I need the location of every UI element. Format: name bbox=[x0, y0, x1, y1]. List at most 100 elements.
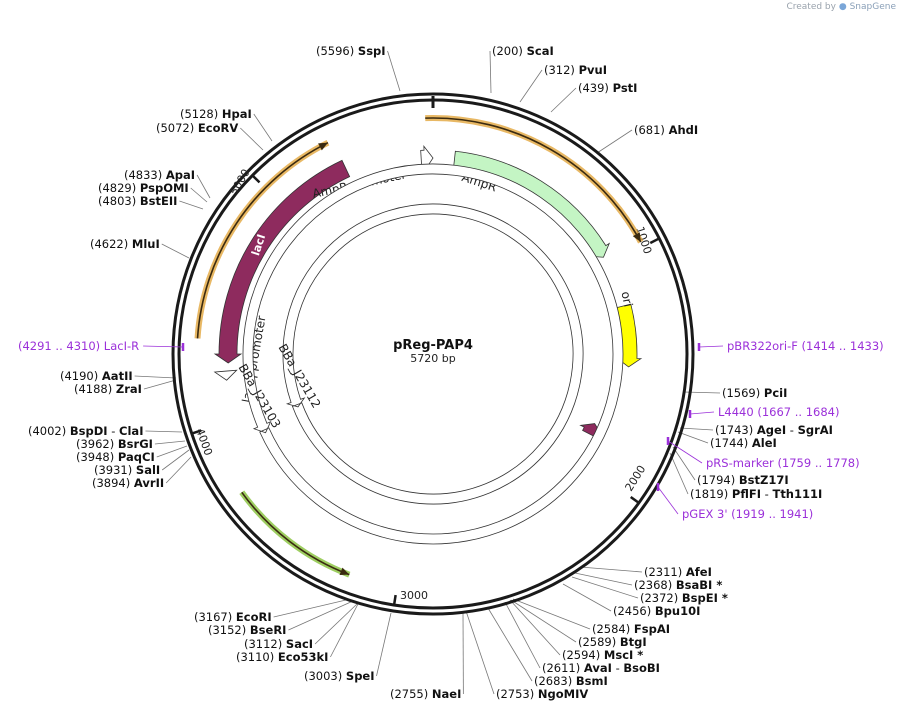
primer-range: (4291 .. 4310) bbox=[18, 339, 104, 353]
site-label-avai[interactable]: (2611) AvaI - BsoBI bbox=[542, 661, 660, 675]
site-label-fspai[interactable]: (2584) FspAI bbox=[592, 622, 670, 636]
site-name: SspI bbox=[358, 44, 386, 58]
site-name: SalI bbox=[136, 463, 160, 477]
site-name: AfeI bbox=[686, 565, 712, 579]
site-label-agei[interactable]: (1743) AgeI - SgrAI bbox=[715, 423, 833, 437]
site-label-mlui[interactable]: (4622) MluI bbox=[90, 237, 160, 251]
site-label-ahdi[interactable]: (681) AhdI bbox=[634, 123, 698, 137]
site-name: BsrGI bbox=[118, 437, 153, 451]
site-label-hpai[interactable]: (5128) HpaI bbox=[180, 107, 252, 121]
site-position: (2753) bbox=[496, 687, 538, 701]
site-label-scai[interactable]: (200) ScaI bbox=[492, 44, 554, 58]
ruler-tick-4000 bbox=[191, 429, 202, 435]
site-position: (1569) bbox=[722, 386, 764, 400]
site-position: (4622) bbox=[90, 237, 132, 251]
site-label-pspomi[interactable]: (4829) PspOMI bbox=[98, 181, 189, 195]
site-name: ApaI bbox=[166, 168, 195, 182]
site-label-ecori[interactable]: (3167) EcoRI bbox=[194, 610, 272, 624]
leader-line bbox=[677, 431, 709, 444]
site-label-sspi[interactable]: (5596) SspI bbox=[316, 44, 386, 58]
primer-label-prs-marker[interactable]: pRS-marker (1759 .. 1778) bbox=[706, 456, 860, 470]
leader-line bbox=[387, 50, 401, 92]
site-label-ecorv[interactable]: (5072) EcoRV bbox=[156, 121, 238, 135]
feature-bba-j23112[interactable] bbox=[282, 203, 584, 505]
leader-line bbox=[512, 598, 591, 630]
plasmid-length: 5720 bp bbox=[410, 352, 455, 365]
site-label-eco53ki[interactable]: (3110) Eco53kI bbox=[236, 650, 328, 664]
site-label-bpu10i[interactable]: (2456) Bpu10I bbox=[613, 604, 700, 618]
site-label-avrii[interactable]: (3894) AvrII bbox=[92, 476, 164, 490]
site-label-bsrgi[interactable]: (3962) BsrGI bbox=[76, 437, 153, 451]
site-label-afei[interactable]: (2311) AfeI bbox=[644, 565, 712, 579]
site-name: AhdI bbox=[669, 123, 699, 137]
site-name: EcoRI bbox=[236, 610, 272, 624]
site-label-sali[interactable]: (3931) SalI bbox=[94, 463, 160, 477]
leader-line bbox=[253, 113, 273, 142]
primer-label-pgex-3[interactable]: pGEX 3' (1919 .. 1941) bbox=[682, 507, 813, 521]
leader-line bbox=[465, 610, 495, 695]
site-name: PciI bbox=[764, 386, 787, 400]
site-label-bseri[interactable]: (3152) BseRI bbox=[208, 623, 286, 637]
credit-brand: SnapGene bbox=[849, 2, 896, 12]
primer-label-laci-r[interactable]: (4291 .. 4310) LacI-R bbox=[18, 339, 139, 353]
site-position: (4002) bbox=[28, 424, 70, 438]
primer-leader bbox=[689, 411, 715, 415]
site-position: (4188) bbox=[74, 382, 116, 396]
site-label-paqci[interactable]: (3948) PaqCI bbox=[76, 450, 155, 464]
site-name: FspAI bbox=[634, 622, 670, 636]
site-label-aatii[interactable]: (4190) AatII bbox=[60, 369, 133, 383]
site-label-saci[interactable]: (3112) SacI bbox=[244, 637, 313, 651]
site-name: BspDI bbox=[70, 424, 108, 438]
leader-line bbox=[161, 243, 190, 259]
primer-leader bbox=[667, 440, 703, 464]
site-position: (3152) bbox=[208, 623, 250, 637]
site-label-zrai[interactable]: (4188) ZraI bbox=[74, 382, 142, 396]
credit-prefix: Created by bbox=[786, 2, 836, 12]
primer-range: (1667 .. 1684) bbox=[757, 405, 839, 419]
site-label-bspei[interactable]: (2372) BspEI * bbox=[640, 591, 728, 605]
site-label-psti[interactable]: (439) PstI bbox=[578, 81, 637, 95]
leader-line bbox=[669, 452, 689, 495]
feature-bba-j23103[interactable] bbox=[242, 163, 624, 545]
site-label-pcii[interactable]: (1569) PciI bbox=[722, 386, 787, 400]
site-position: (3110) bbox=[236, 650, 278, 664]
site-label-ngomiv[interactable]: (2753) NgoMIV bbox=[496, 687, 588, 701]
site-label-bsabi[interactable]: (2368) BsaBI * bbox=[634, 578, 722, 592]
site-label-bsmi[interactable]: (2683) BsmI bbox=[534, 674, 608, 688]
site-label-apai[interactable]: (4833) ApaI bbox=[124, 168, 195, 182]
site-label-spei[interactable]: (3003) SpeI bbox=[304, 669, 375, 683]
primer-label-l4440[interactable]: L4440 (1667 .. 1684) bbox=[718, 405, 839, 419]
feature-laci[interactable] bbox=[213, 159, 351, 364]
leader-line bbox=[510, 599, 577, 643]
site-label-pflfi[interactable]: (1819) PflFI - Tth111I bbox=[690, 487, 822, 501]
leader-line bbox=[165, 456, 192, 484]
site-label-bstz17i[interactable]: (1794) BstZ17I bbox=[697, 473, 789, 487]
site-label-btgi[interactable]: (2589) BtgI bbox=[578, 635, 647, 649]
site-position: (4190) bbox=[60, 369, 102, 383]
leader-line bbox=[161, 449, 190, 471]
primer-label-pbr322ori-f[interactable]: pBR322ori-F (1414 .. 1433) bbox=[727, 339, 884, 353]
site-position: (1819) bbox=[690, 487, 732, 501]
leader-line bbox=[596, 129, 633, 154]
ruler-tick-3000 bbox=[392, 594, 397, 606]
site-name: BstEII bbox=[140, 194, 178, 208]
site-label-alei[interactable]: (1744) AleI bbox=[710, 436, 777, 450]
site-label-pvui[interactable]: (312) PvuI bbox=[544, 63, 607, 77]
site-name: NaeI bbox=[432, 687, 461, 701]
leader-line bbox=[330, 603, 359, 658]
site-label-naei[interactable]: (2755) NaeI bbox=[390, 687, 461, 701]
site-position: (681) bbox=[634, 123, 669, 137]
feature-laciq-promoter[interactable] bbox=[213, 369, 238, 381]
ruler-tick-5000 bbox=[251, 174, 261, 184]
primer-name: pBR322ori-F bbox=[727, 339, 802, 353]
site-name: BstZ17I bbox=[739, 473, 789, 487]
site-label-bsteii[interactable]: (4803) BstEII bbox=[98, 194, 177, 208]
site-position: (1743) bbox=[715, 423, 757, 437]
site-separator: - bbox=[761, 487, 772, 501]
orange-arrow-top bbox=[425, 117, 642, 243]
site-position: (3948) bbox=[76, 450, 118, 464]
site-label-msci[interactable]: (2594) MscI * bbox=[562, 648, 643, 662]
site-name-alt: ClaI bbox=[119, 424, 143, 438]
site-name: AvrII bbox=[134, 476, 164, 490]
site-label-bspdi[interactable]: (4002) BspDI - ClaI bbox=[28, 424, 143, 438]
